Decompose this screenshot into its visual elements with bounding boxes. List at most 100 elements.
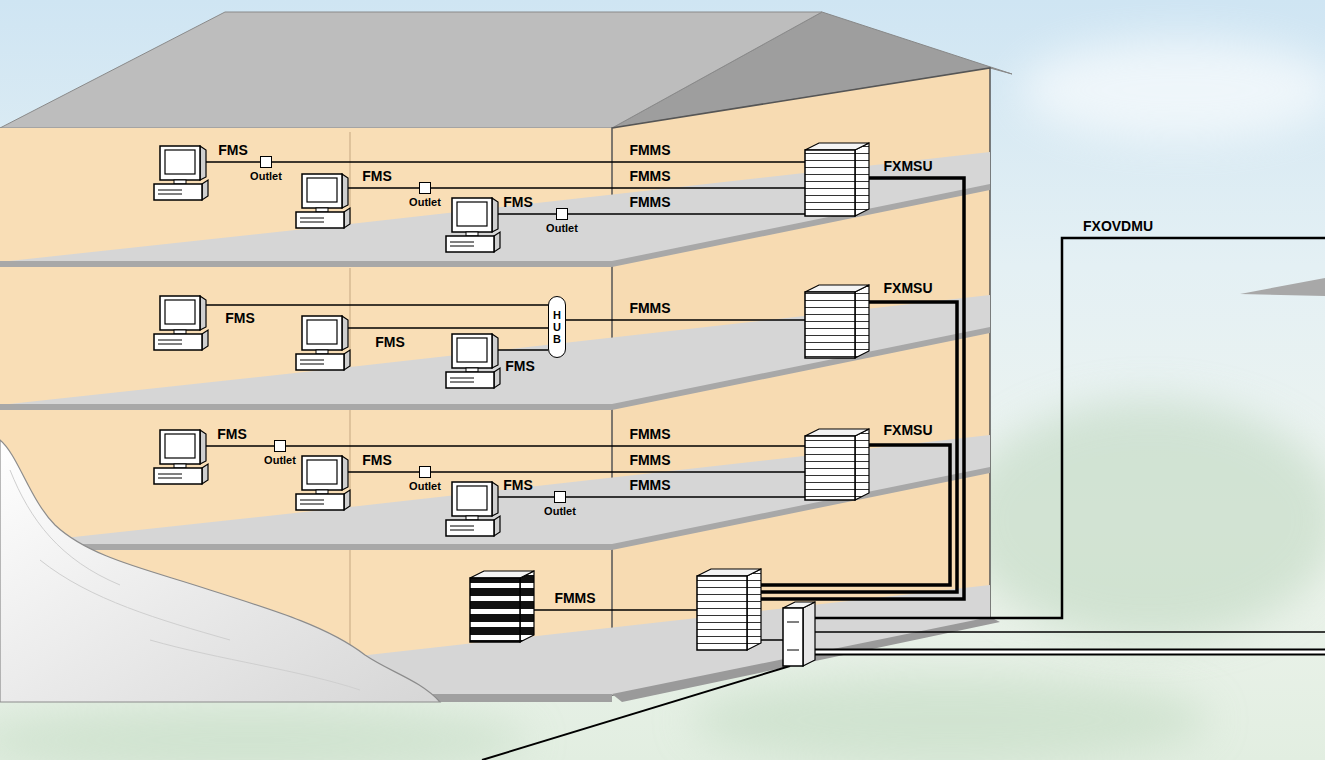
cloud (1020, 40, 1325, 140)
cable-label: FMS (225, 311, 255, 325)
rack-top (805, 143, 869, 150)
cable-label: FMS (503, 478, 533, 492)
computer-icon (446, 482, 500, 536)
floor (0, 435, 990, 545)
wall-corner (349, 550, 350, 657)
wall-outlet: Outlet (542, 491, 578, 517)
cable-label: FXMSU (884, 423, 933, 437)
cable-label: FMS (362, 169, 392, 183)
junction-top (783, 602, 815, 608)
haze (960, 400, 1325, 640)
junction-detail (787, 622, 799, 623)
cable-label: FMS (503, 195, 533, 209)
horizontal-cable (498, 349, 548, 351)
cable-label: FMMS (629, 169, 670, 183)
outlet-jack (554, 491, 566, 503)
backbone-cable (815, 651, 1325, 654)
horizontal-cable (498, 496, 805, 498)
cable-label: FMS (505, 359, 535, 373)
haze (690, 675, 1210, 760)
rack-side (855, 285, 869, 358)
wall-outlet: Outlet (262, 440, 298, 466)
backbone-cable (815, 649, 1325, 656)
network-hub: HUB (548, 296, 566, 358)
server-side (520, 571, 534, 642)
cable-label: FXOVDMU (1083, 219, 1153, 233)
horizontal-cable (206, 304, 548, 306)
junction-detail (787, 650, 799, 651)
floor-slab (612, 467, 990, 550)
cable-label: FMS (375, 335, 405, 349)
outlet-jack (556, 208, 568, 220)
outlet-label: Outlet (544, 506, 576, 517)
main-rack (697, 576, 747, 650)
rack-side (855, 429, 869, 500)
hillside (0, 440, 440, 702)
computer-icon (296, 174, 350, 228)
horizontal-cable (348, 187, 805, 189)
horizontal-cable (348, 471, 805, 473)
cable-label: FMS (218, 143, 248, 157)
outlet-jack (419, 466, 431, 478)
cable-label: FMMS (629, 478, 670, 492)
junction-side (803, 602, 815, 666)
rack-top (805, 429, 869, 436)
computer-icon (296, 456, 350, 510)
horizontal-cable (348, 327, 548, 329)
wall-outlet: Outlet (544, 208, 580, 234)
horizontal-cable (498, 213, 805, 215)
cable-label: FMMS (629, 195, 670, 209)
horizontal-cable (206, 161, 805, 163)
backbone-cable (815, 238, 1325, 618)
rack-side (855, 143, 869, 216)
riser-cable (761, 178, 964, 599)
horizontal-cable (761, 639, 783, 641)
outlet-label: Outlet (250, 171, 282, 182)
computer-icon (446, 198, 500, 252)
cable-label: FXMSU (884, 281, 933, 295)
distribution-rack (805, 292, 855, 358)
distant-roof (1240, 278, 1325, 296)
cable-label: FMS (362, 453, 392, 467)
floor-slab (0, 261, 612, 267)
outlet-label: Outlet (409, 197, 441, 208)
outlet-jack (419, 182, 431, 194)
cable-label: FMMS (554, 591, 595, 605)
rack-side (747, 569, 761, 650)
outlet-label: Outlet (264, 455, 296, 466)
wall-outlet: Outlet (248, 156, 284, 182)
floor-slab (0, 404, 612, 410)
horizontal-cable (206, 445, 805, 447)
computer-icon (154, 146, 208, 200)
cable-label: FMMS (629, 427, 670, 441)
backbone-cable (482, 666, 790, 760)
distribution-rack (805, 150, 855, 216)
computer-icon (446, 334, 500, 388)
horizontal-cable (534, 609, 697, 611)
wall-outlet: Outlet (407, 182, 443, 208)
backbone-cable (815, 631, 1325, 633)
horizontal-cable (566, 319, 805, 321)
computer-icon (296, 316, 350, 370)
computer-icon (154, 430, 208, 484)
cable-label: FMMS (629, 453, 670, 467)
rack-top (805, 285, 869, 292)
cable-label: FMMS (629, 143, 670, 157)
outlet-label: Outlet (546, 223, 578, 234)
haze (0, 705, 530, 760)
cable-label: FXMSU (884, 159, 933, 173)
floor-slab (612, 184, 990, 267)
cable-label: FMMS (629, 301, 670, 315)
distribution-rack (805, 436, 855, 500)
server (470, 578, 520, 642)
hub-label: HUB (552, 309, 563, 345)
rack-top (697, 569, 761, 576)
outlet-jack (274, 440, 286, 452)
outlet-label: Outlet (409, 481, 441, 492)
outlet-jack (260, 156, 272, 168)
wall-outlet: Outlet (407, 466, 443, 492)
computer-icon (154, 296, 208, 350)
roof-front (0, 12, 822, 128)
